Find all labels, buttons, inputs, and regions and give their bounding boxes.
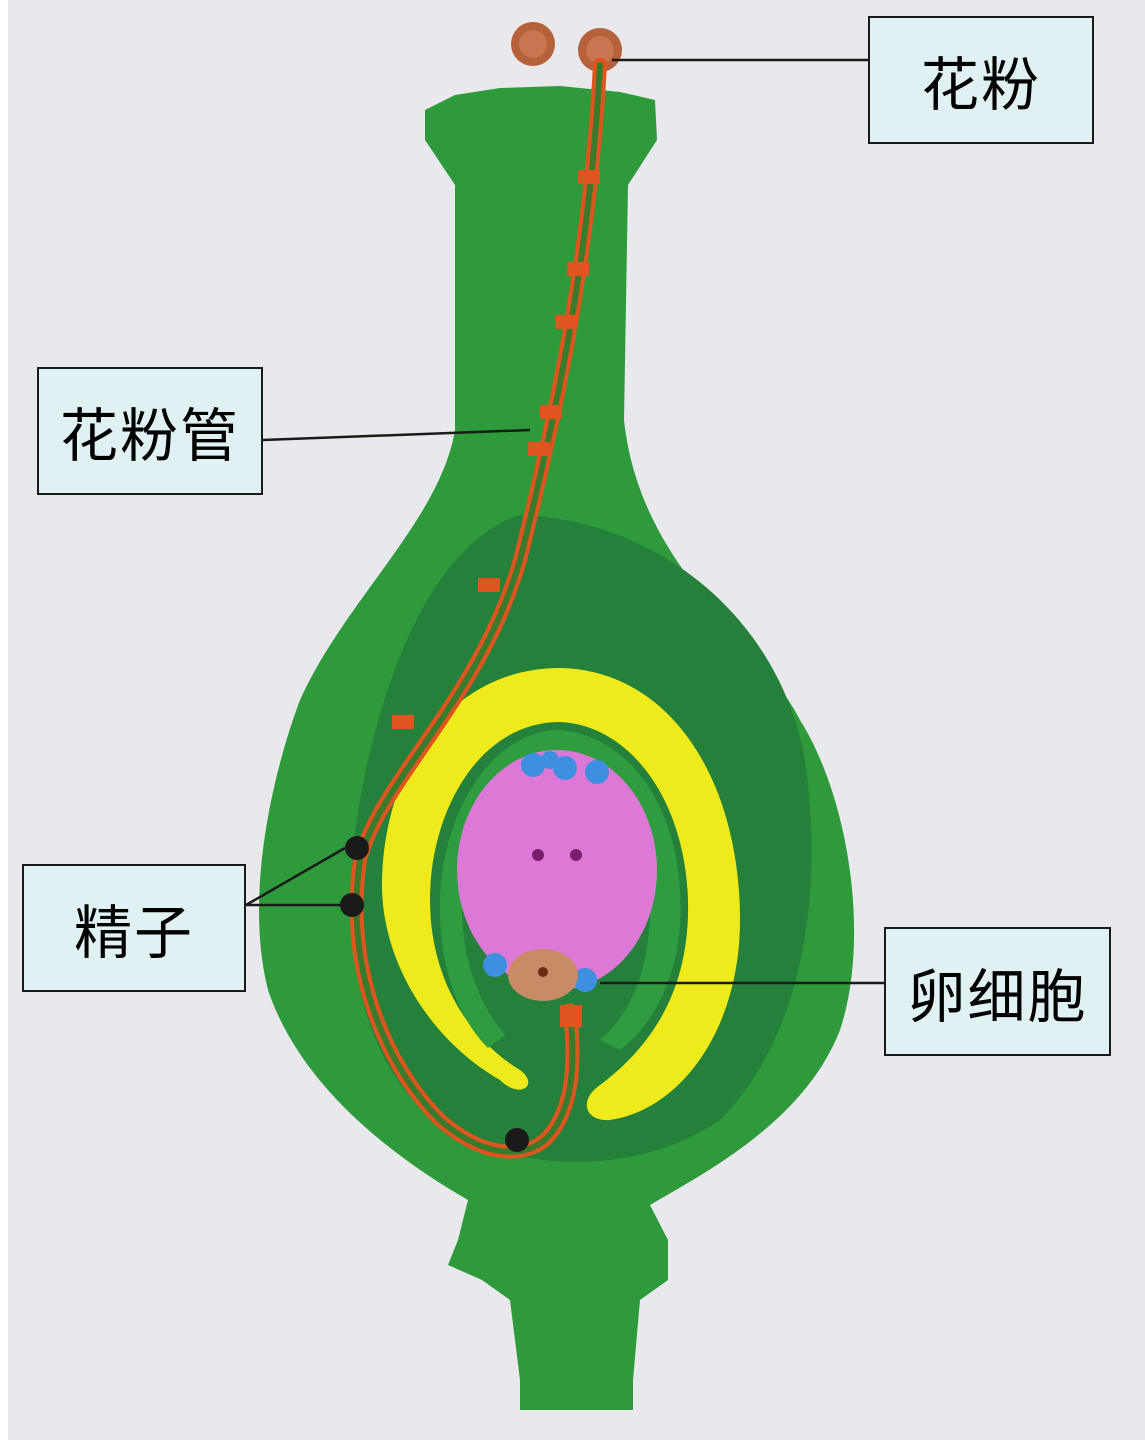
polar-nucleus (570, 849, 582, 861)
label-sperm: 精子 (22, 864, 246, 992)
label-egg-cell: 卵细胞 (884, 927, 1111, 1056)
label-pollen: 花粉 (868, 16, 1094, 144)
polar-nucleus (532, 849, 544, 861)
label-pollen-tube: 花粉管 (37, 367, 263, 495)
egg-nucleus (538, 967, 548, 977)
